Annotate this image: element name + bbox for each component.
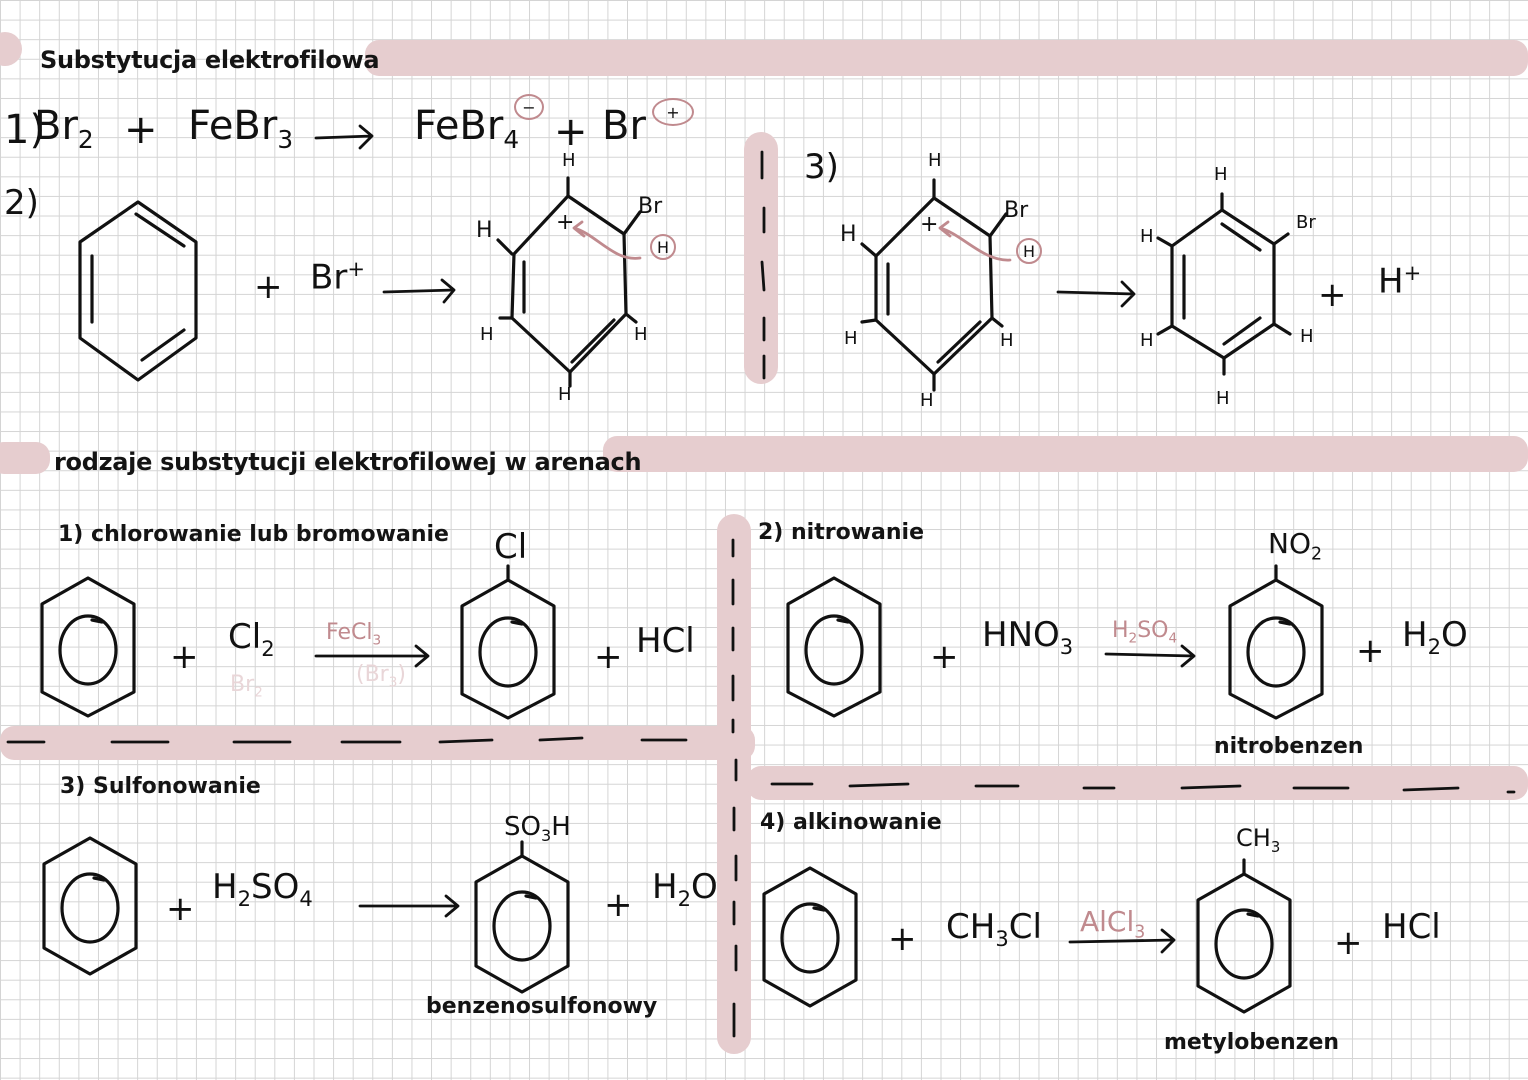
alkylation-plus: + [888,919,917,959]
chlorination-reagent: Cl2 [228,617,275,661]
step2-br: Br [638,194,663,219]
corner-highlight-dot [0,32,22,66]
alkylation-catalyst: AlCl3 [1080,905,1146,943]
sulfonation-plus2: + [604,885,633,925]
step2-h-lowright: H [634,324,648,345]
bromobenzene-h-lowleft: H [1140,330,1154,351]
nitration-catalyst: H2SO4 [1112,618,1178,647]
nitration-reagent: HNO3 [982,615,1074,659]
section1-title: Substytucja elektrofilowa [40,46,380,74]
benzenesulfonic-substituent: SO3H [504,812,571,846]
alkylation-byproduct: HCl [1382,907,1441,947]
step3-plus: + [1318,275,1347,315]
step2-plus: + [254,267,283,307]
step2-h-left: H [476,218,493,243]
step1-reagent2: FeBr3 [188,103,294,154]
step3-plus-charge: + [920,212,939,237]
alkylation-reagent: CH3Cl [946,907,1042,951]
step3-h-bottom: H [920,390,934,411]
step1-reagent1: Br2 [34,103,94,154]
sulfonation-label: 3) Sulfonowanie [60,774,261,799]
step2-label: 2) [4,183,39,223]
sulfonation-reagent: H2SO4 [212,867,313,911]
methylbenzene-name: metylobenzen [1164,1030,1340,1055]
chlorobenzene-substituent: Cl [494,527,528,567]
step3-h-top: H [928,150,942,171]
benzenesulfonic-name: benzenosulfonowy [426,994,658,1019]
chlorination-catalyst: FeCl3 [326,620,382,649]
section2-title: rodzaje substytucji elektrofilowej w are… [54,448,642,476]
alkylation-plus2: + [1334,923,1363,963]
chlorination-plus2: + [594,637,623,677]
nitration-plus2: + [1356,631,1385,671]
nitration-byproduct: H2O [1402,615,1468,659]
step1-plus2: + [554,109,588,155]
title-highlight-band [365,40,1528,76]
nitrobenzene-name: nitrobenzen [1214,734,1364,759]
step3-h-circled: H [1016,238,1042,264]
section2-highlight-band [603,436,1528,472]
chlorination-alt-reagent: Br2 [230,672,263,701]
nitrobenzene-substituent: NO2 [1268,527,1323,565]
step1-minus-charge: − [514,94,544,120]
step3-hplus: H+ [1378,260,1422,302]
section2-highlight-left [0,442,50,474]
step1-plus: + [124,107,158,153]
bromobenzene-h-lowright: H [1300,326,1314,347]
step3-h-lowright: H [1000,330,1014,351]
methylbenzene-substituent: CH3 [1236,824,1281,856]
step2-reagent: Br+ [310,256,365,298]
horizontal-divider-right [747,766,1528,800]
chlorination-byproduct: HCl [636,621,695,661]
bromobenzene-h-top: H [1214,164,1228,185]
step3-h-lowleft: H [844,328,858,349]
step3-label: 3) [804,147,839,187]
sulfonation-plus: + [166,889,195,929]
bromobenzene-br: Br [1296,212,1316,233]
bromobenzene-h-left: H [1140,226,1154,247]
step1-label: 1) [4,107,46,153]
chlorination-label: 1) chlorowanie lub bromowanie [58,522,449,547]
step2-h-top: H [562,150,576,171]
chlorination-plus: + [170,637,199,677]
step1-plus-charge: + [652,98,694,126]
step2-h-lowleft: H [480,324,494,345]
chlorination-alt-catalyst: (Br3) [356,662,406,691]
step2-plus-charge: + [556,210,575,235]
bromobenzene-h-bottom: H [1216,388,1230,409]
alkylation-label: 4) alkinowanie [760,810,942,835]
step1-product2: Br [602,103,646,149]
step3-h-left: H [840,222,857,247]
sulfonation-byproduct: H2O [652,867,718,911]
step2-h-circled: H [650,234,676,260]
nitration-plus: + [930,637,959,677]
step2-h-bottom: H [558,384,572,405]
step1-product1: FeBr4 [414,103,520,154]
nitration-label: 2) nitrowanie [758,520,924,545]
step3-br: Br [1004,198,1029,223]
